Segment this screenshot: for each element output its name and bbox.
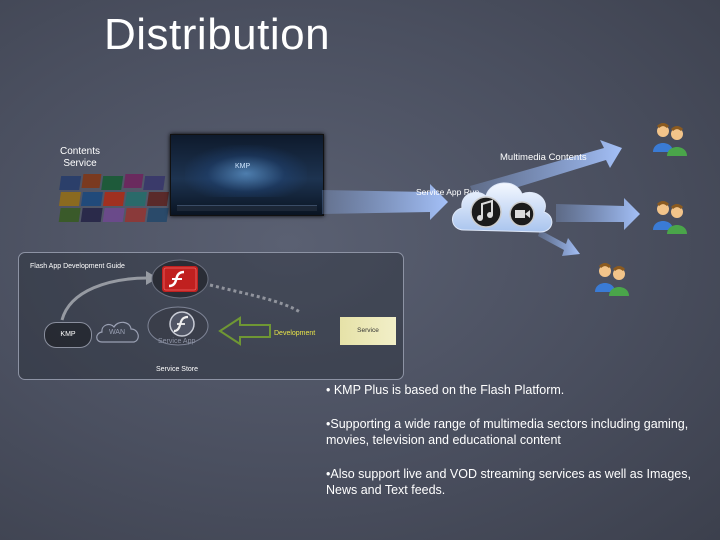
bullet-item: •Also support live and VOD streaming ser… <box>326 467 691 497</box>
bullet-item: •Supporting a wide range of multimedia s… <box>326 417 689 447</box>
cloud-icon <box>452 182 553 233</box>
arrow-to-cloud <box>322 184 448 220</box>
video-camera-icon <box>509 201 535 227</box>
arrow-to-users-middle <box>556 198 640 230</box>
development-label: Development <box>274 330 316 337</box>
users-icon <box>653 201 687 234</box>
content-thumbnails <box>58 174 169 222</box>
slide-title: Distribution <box>104 10 331 59</box>
curved-arrow <box>60 276 149 321</box>
flash-circle-icon <box>147 306 209 346</box>
service-store-label: Service Store <box>156 366 199 373</box>
arrow-to-users-bottom <box>538 230 580 256</box>
service-box: Service <box>340 317 396 345</box>
users-icon <box>653 123 687 156</box>
bullet-item: • KMP Plus is based on the Flash Platfor… <box>326 383 565 397</box>
flash-app-guide-label: Flash App Development Guide <box>30 263 125 270</box>
player-logo: KMP <box>235 163 251 170</box>
dotted-connector <box>209 283 301 314</box>
wan-cloud-icon <box>96 321 139 343</box>
kmp-player-screenshot: KMP <box>170 134 324 216</box>
service-app-label: Service App <box>158 338 196 345</box>
green-arrow <box>218 316 271 346</box>
music-note-icon <box>470 196 502 228</box>
kmp-node: KMP <box>44 322 92 348</box>
multimedia-contents-label: Multimedia Contents <box>500 152 587 163</box>
bullet-list: • KMP Plus is based on the Flash Platfor… <box>326 382 706 516</box>
service-store-panel <box>18 252 404 380</box>
service-app-run-label: Service App Run <box>416 187 480 197</box>
wan-label: WAN <box>108 329 126 336</box>
users-icon <box>595 263 629 296</box>
contents-service-label: Contents Service <box>59 146 101 169</box>
flash-icon <box>151 259 209 299</box>
